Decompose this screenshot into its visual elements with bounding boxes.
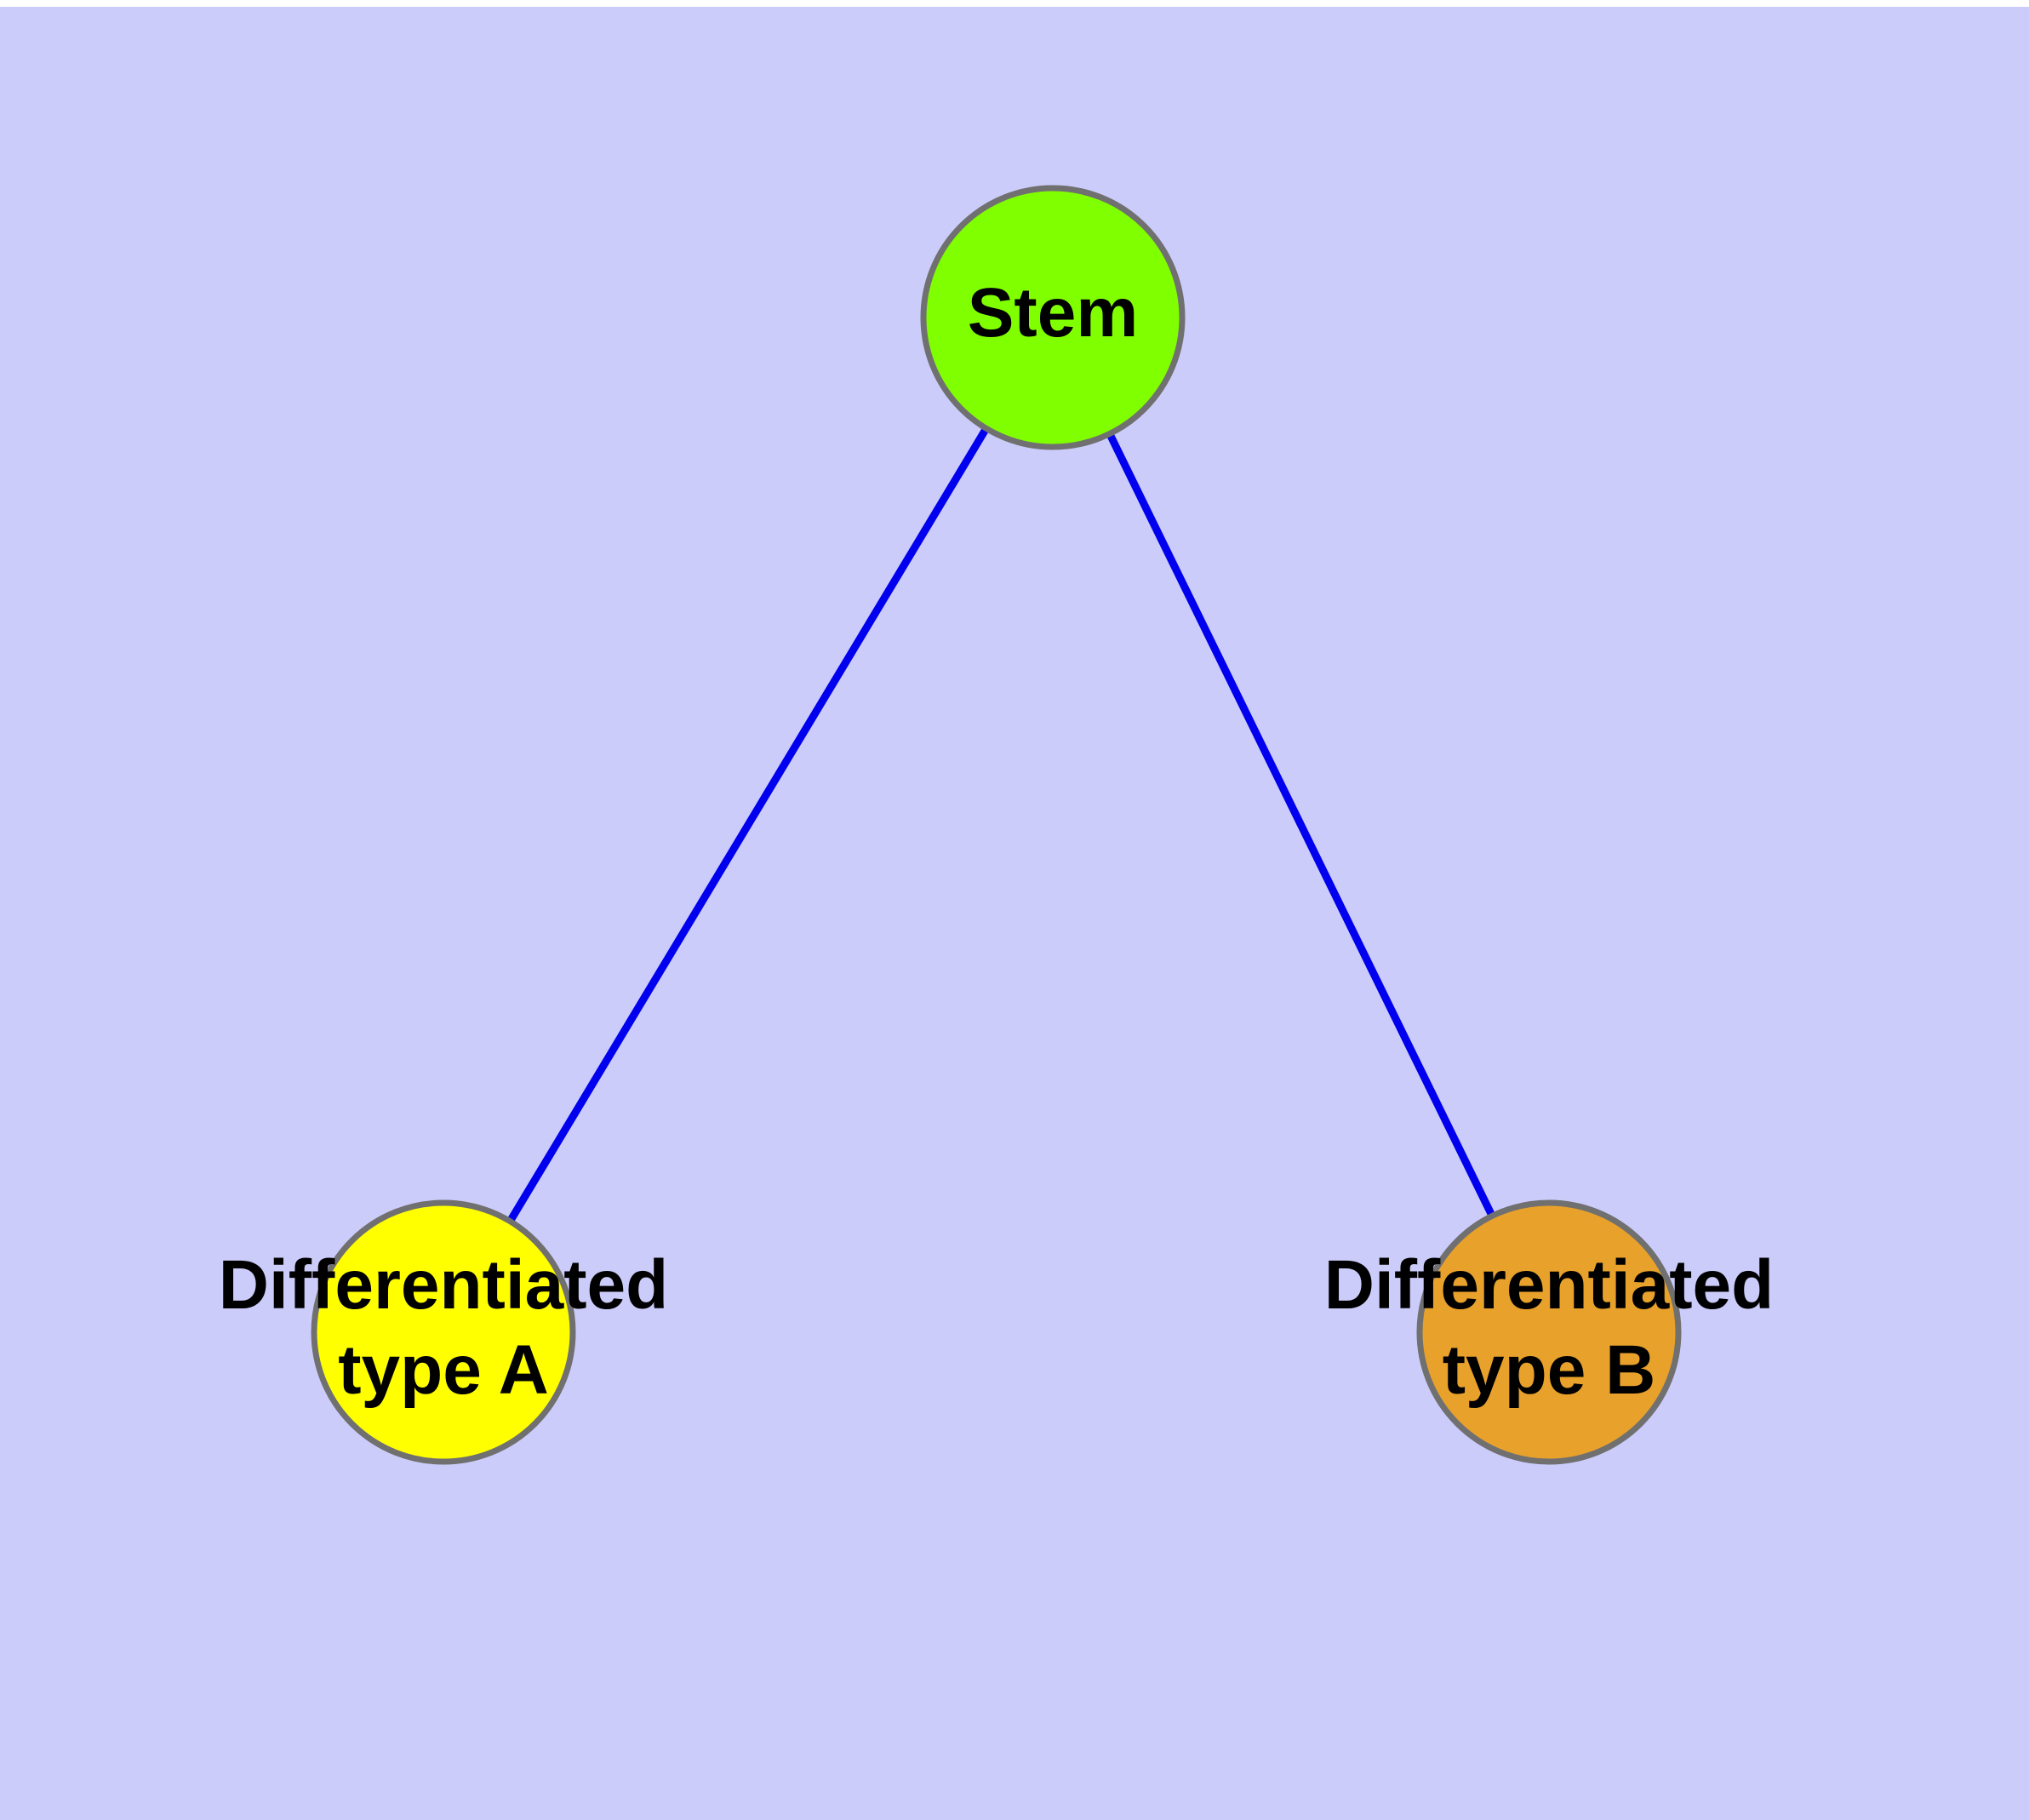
graph-node-label-line: Stem	[968, 274, 1139, 352]
graph-node-label-stem: Stem	[968, 274, 1139, 352]
graph-node-diff_a[interactable]	[311, 1199, 576, 1465]
nodes-layer	[311, 185, 1682, 1465]
graph-edge-stem-to-diff_b	[1106, 434, 1495, 1216]
graph-node-label-line: Differentiated	[219, 1246, 669, 1324]
graph-node-diff_b[interactable]	[1416, 1199, 1682, 1465]
graph-node-label-line: Differentiated	[1324, 1246, 1775, 1324]
graph-node-stem[interactable]	[920, 185, 1186, 450]
graph-edge-stem-to-diff_a	[507, 428, 989, 1222]
graph-node-label-line: type B	[1443, 1331, 1656, 1409]
edges-layer	[507, 428, 1495, 1222]
graph-node-label-line: type A	[338, 1331, 549, 1409]
